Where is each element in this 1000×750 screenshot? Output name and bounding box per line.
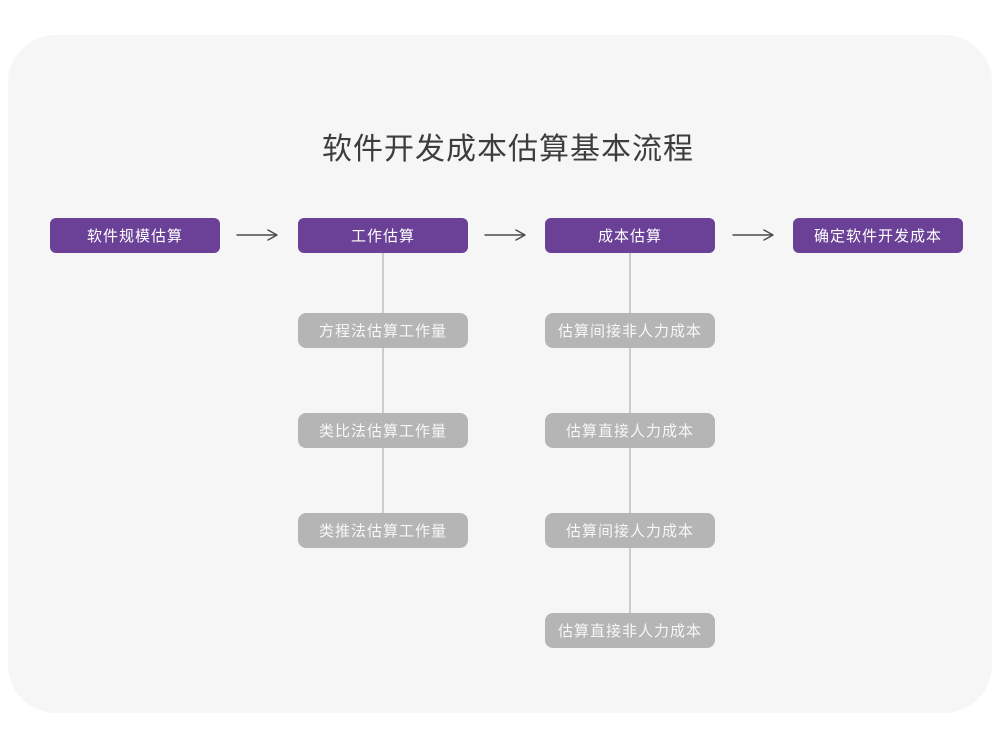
substep-node-analogy-method: 类比法估算工作量 [298,413,468,448]
substep-node-equation-method: 方程法估算工作量 [298,313,468,348]
substep-node-direct-nonlabor-cost: 估算直接非人力成本 [545,613,715,648]
flowchart-card: 软件开发成本估算基本流程 软件规模估算 工作估算 成本估算 确定软件开发成本 方… [8,35,992,713]
substep-node-indirect-labor-cost: 估算间接人力成本 [545,513,715,548]
arrow-right-icon [732,229,774,241]
stage-node-cost-estimation: 成本估算 [545,218,715,253]
stage-node-software-size-estimation: 软件规模估算 [50,218,220,253]
substep-node-indirect-nonlabor-cost: 估算间接非人力成本 [545,313,715,348]
arrow-right-icon [236,229,278,241]
stage-node-work-estimation: 工作估算 [298,218,468,253]
stage-node-determine-development-cost: 确定软件开发成本 [793,218,963,253]
arrow-right-icon [484,229,526,241]
substep-node-direct-labor-cost: 估算直接人力成本 [545,413,715,448]
diagram-title: 软件开发成本估算基本流程 [322,133,694,166]
substep-node-extrapolation-method: 类推法估算工作量 [298,513,468,548]
connector-line-work-column [382,253,384,528]
